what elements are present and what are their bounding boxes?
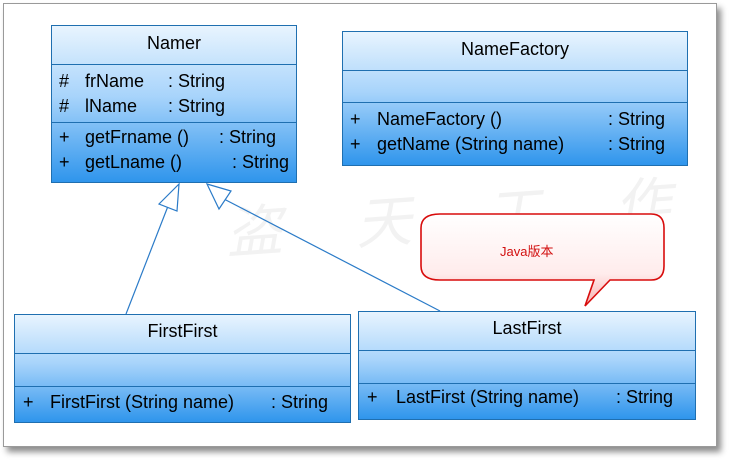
- inheritance-line-lastfirst: [221, 197, 441, 312]
- operation-type: : String: [271, 392, 329, 412]
- class-namefactory[interactable]: NameFactory + NameFactory () : String + …: [342, 31, 688, 166]
- operation-type: : String: [232, 152, 290, 172]
- class-namer-operations: + getFrname () : String + getLname () : …: [52, 122, 296, 182]
- class-lastfirst-title: LastFirst: [492, 318, 562, 338]
- attribute-visibility: #: [59, 71, 70, 91]
- operation-visibility: +: [23, 392, 34, 412]
- operation-visibility: +: [350, 134, 361, 154]
- class-firstfirst[interactable]: FirstFirst + FirstFirst (String name) : …: [14, 314, 351, 423]
- operation-row: + getName (String name) : String: [343, 132, 687, 157]
- attribute-row: # lName : String: [52, 94, 296, 119]
- attribute-visibility: #: [59, 96, 70, 116]
- class-namefactory-attributes: [343, 70, 687, 102]
- operation-row: + getLname () : String: [52, 150, 296, 175]
- operation-type: : String: [608, 109, 666, 129]
- inheritance-arrowhead-firstfirst: [157, 182, 180, 212]
- operation-type: : String: [608, 134, 666, 154]
- operation-name: getName (String name): [377, 134, 565, 154]
- class-namer-attributes: # frName : String # lName : String: [52, 64, 296, 122]
- operation-type: : String: [219, 127, 277, 147]
- callout-text: Java版本: [500, 244, 554, 259]
- class-namer[interactable]: Namer # frName : String # lName : String…: [51, 25, 297, 183]
- operation-visibility: +: [59, 127, 70, 147]
- class-firstfirst-attributes: [15, 353, 350, 386]
- class-firstfirst-title: FirstFirst: [147, 321, 218, 341]
- operation-row: + getFrname () : String: [52, 125, 296, 150]
- class-firstfirst-operations: + FirstFirst (String name) : String: [15, 386, 350, 422]
- attribute-name: lName: [85, 96, 138, 116]
- operation-name: NameFactory (): [377, 109, 503, 129]
- operation-row: + NameFactory () : String: [343, 107, 687, 132]
- class-namer-title: Namer: [146, 33, 201, 53]
- operation-name: getLname (): [85, 152, 183, 172]
- operation-visibility: +: [59, 152, 70, 172]
- operation-name: getFrname (): [85, 127, 190, 147]
- operation-name: LastFirst (String name): [396, 387, 580, 407]
- attribute-row: # frName : String: [52, 69, 296, 94]
- operation-name: FirstFirst (String name): [50, 392, 235, 412]
- class-namefactory-operations: + NameFactory () : String + getName (Str…: [343, 102, 687, 165]
- attribute-type: : String: [168, 71, 226, 91]
- inheritance-arrowhead-lastfirst: [205, 183, 232, 211]
- operation-visibility: +: [350, 109, 361, 129]
- operation-row: + FirstFirst (String name) : String: [15, 390, 350, 415]
- operation-type: : String: [616, 387, 674, 407]
- callout-bubble: [420, 213, 665, 307]
- attribute-name: frName: [85, 71, 145, 91]
- class-lastfirst-operations: + LastFirst (String name) : String: [359, 383, 695, 419]
- class-namefactory-title: NameFactory: [460, 39, 570, 59]
- attribute-type: : String: [168, 96, 226, 116]
- class-lastfirst[interactable]: LastFirst + LastFirst (String name) : St…: [358, 311, 696, 420]
- operation-row: + LastFirst (String name) : String: [359, 385, 695, 410]
- inheritance-line-firstfirst: [125, 200, 171, 315]
- class-lastfirst-attributes: [359, 350, 695, 383]
- operation-visibility: +: [367, 387, 378, 407]
